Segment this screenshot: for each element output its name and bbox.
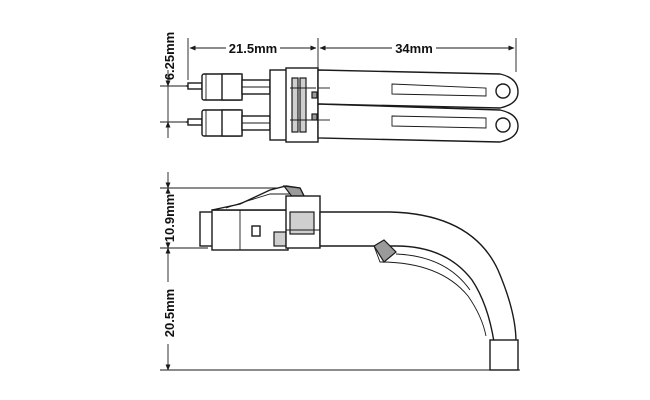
side-curved-boot (319, 211, 519, 371)
dim-21-5mm-label: 21.5mm (229, 41, 277, 56)
dim-34mm-label: 34mm (395, 41, 433, 56)
dim-10-9mm-label: 10.9mm (162, 194, 177, 242)
lower-lc-connector (201, 109, 271, 137)
side-height-dimension: 10.9mm 20.5mm (160, 172, 520, 371)
side-connector-body (199, 209, 289, 251)
top-view-boot (317, 69, 519, 143)
dim-6-25mm-label: 6.25mm (162, 32, 177, 80)
upper-lc-connector (201, 73, 271, 101)
side-view: 10.9mm 20.5mm (160, 172, 520, 371)
top-view: 21.5mm 34mm 6.25mm (160, 32, 519, 143)
dim-20-5mm-label: 20.5mm (162, 289, 177, 337)
duplex-clip (269, 67, 319, 143)
side-housing (285, 195, 321, 249)
top-width-dimension: 21.5mm 34mm (187, 38, 517, 80)
